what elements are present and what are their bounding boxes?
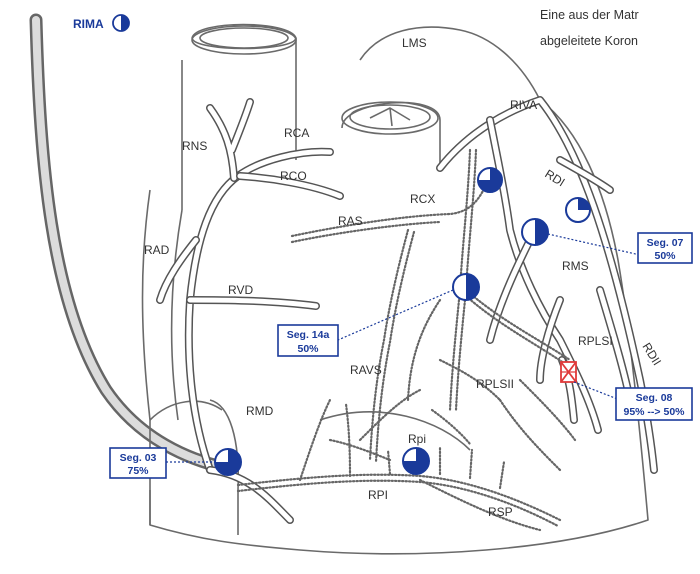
label-rcx: RCX (410, 192, 435, 206)
seg14a-value: 50% (297, 343, 319, 355)
seg08-title: Seg. 08 (636, 392, 673, 404)
label-lms: LMS (402, 36, 427, 50)
label-rplsi: RPLSI (578, 334, 613, 348)
segment-label-seg08: Seg. 08 95% --> 50% (616, 388, 692, 420)
rima-label: RIMA (73, 17, 104, 31)
label-ras: RAS (338, 214, 363, 228)
segment-label-seg03: Seg. 03 75% (110, 448, 166, 478)
stenosis-marker-riva-proximal (478, 168, 502, 192)
label-riva: RIVA (510, 98, 537, 112)
seg07-value: 50% (654, 250, 676, 262)
segment-label-seg14a: Seg. 14a 50% (278, 325, 338, 356)
seg07-title: Seg. 07 (647, 237, 684, 249)
stenosis-markers (215, 168, 590, 475)
stenosis-marker-seg03 (215, 449, 241, 475)
label-rad: RAD (144, 243, 170, 257)
label-ravs: RAVS (350, 363, 382, 377)
seg08-value: 95% --> 50% (624, 406, 686, 418)
segment-label-seg07: Seg. 07 50% (638, 233, 692, 263)
label-rms: RMS (562, 259, 589, 273)
label-rdii: RDII (639, 340, 664, 368)
stenosis-marker-seg14a (453, 274, 479, 300)
label-rco: RCO (280, 169, 307, 183)
rima-legend: RIMA (73, 15, 129, 31)
label-rplsii: RPLSII (476, 377, 514, 391)
seg03-title: Seg. 03 (120, 452, 157, 464)
label-rpi-upper: Rpi (408, 432, 426, 446)
stenosis-marker-seg07 (522, 219, 548, 245)
label-rns: RNS (182, 139, 207, 153)
label-rpi-lower: RPI (368, 488, 388, 502)
label-rsp: RSP (488, 505, 513, 519)
label-rvd: RVD (228, 283, 253, 297)
stenosis-marker-rpi (403, 448, 429, 474)
seg03-value: 75% (127, 465, 149, 477)
label-rca: RCA (284, 126, 309, 140)
half-filled-circle-icon (113, 15, 129, 31)
label-rmd: RMD (246, 404, 274, 418)
occlusion-marker-seg08 (561, 362, 576, 382)
label-rdi: RDI (542, 167, 567, 190)
seg14a-title: Seg. 14a (287, 329, 330, 341)
stenosis-marker-rdi (566, 198, 590, 222)
vessel-labels: LMS RIVA RCA RNS RCO RDI RCX RAS RAD RVD… (144, 36, 664, 519)
